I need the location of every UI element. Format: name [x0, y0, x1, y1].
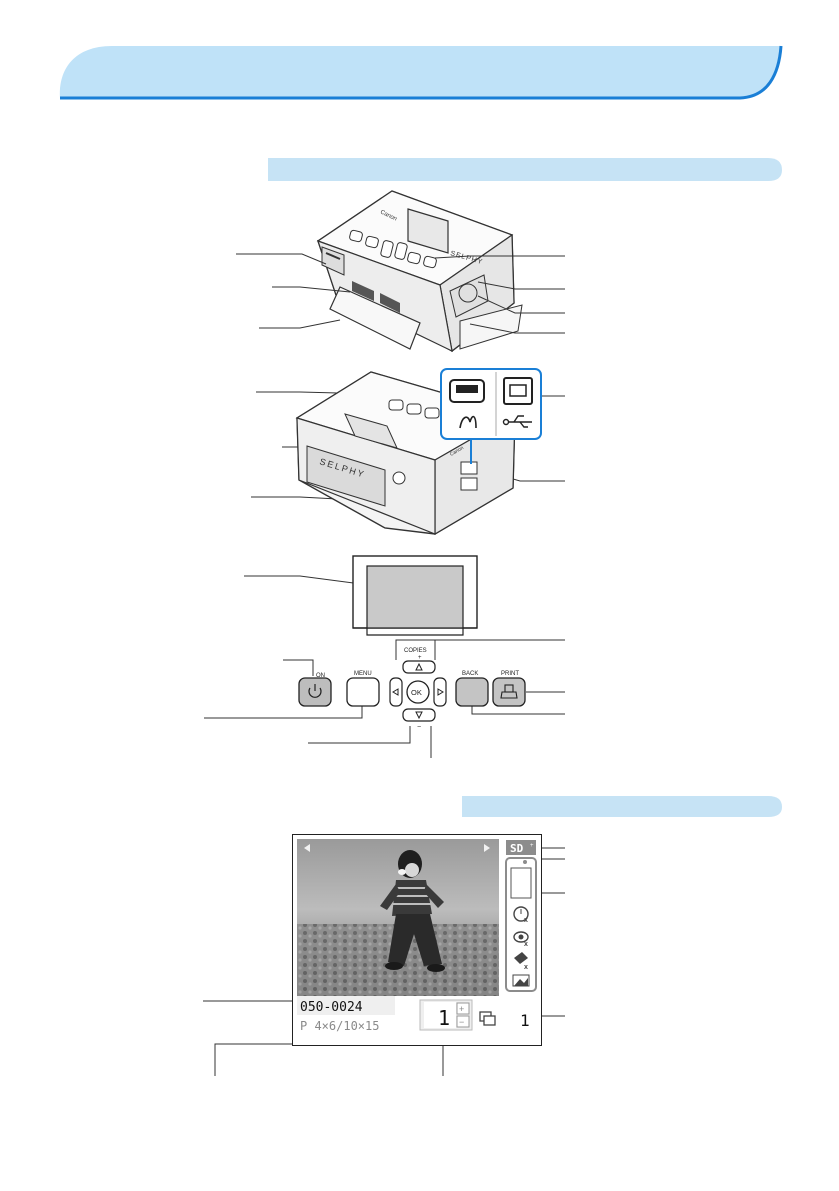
copies-value: 1	[438, 1006, 450, 1030]
menu-label: MENU	[354, 671, 372, 677]
settings-icon-panel: x x x	[505, 857, 537, 992]
left-arrow-icon	[392, 688, 399, 696]
on-button[interactable]	[298, 677, 332, 707]
date-off-icon: x	[513, 906, 529, 924]
photo-preview	[297, 839, 499, 996]
frame-preview-icon	[510, 867, 532, 899]
image-number: 050-0024	[300, 1000, 363, 1015]
connector-inset	[440, 368, 542, 440]
on-button-label-wrap: ON	[308, 668, 338, 680]
copies-counter: 1 + −	[419, 999, 473, 1031]
copies-label-wrap: COPIES +	[404, 648, 427, 660]
printer-front-illustration: Canon SELPHY	[316, 190, 523, 353]
print-label: PRINT	[501, 671, 519, 677]
svg-text:x: x	[524, 941, 528, 948]
back-button[interactable]	[455, 677, 489, 707]
up-arrow-icon	[415, 662, 423, 671]
total-print-count: 1	[520, 1011, 530, 1030]
power-icon	[308, 684, 322, 698]
print-button[interactable]	[492, 677, 526, 707]
auto-correct-off-icon: x	[514, 952, 528, 971]
red-eye-off-icon: x	[513, 931, 529, 948]
svg-text:x: x	[524, 917, 528, 924]
ok-label: OK	[411, 688, 422, 697]
on-label: ON	[316, 673, 325, 679]
right-button[interactable]	[433, 677, 447, 707]
total-prints-icon	[479, 1011, 496, 1026]
back-label-wrap: BACK	[462, 671, 478, 677]
section-band-display	[462, 796, 782, 817]
copies-minus-sign: −	[417, 724, 421, 731]
memory-card-badge: SD +	[506, 840, 536, 855]
svg-text:x: x	[524, 964, 528, 971]
next-image-arrow-icon	[484, 844, 490, 852]
image-adjust-icon	[512, 974, 530, 987]
copies-plus-sign: +	[418, 655, 422, 660]
copies-up-glyph: +	[459, 1004, 464, 1014]
connector-inset-pointer	[470, 438, 472, 464]
print-label-wrap: PRINT	[501, 671, 519, 677]
section-band-parts	[268, 158, 782, 181]
paper-size-info: P 4×6/10×15	[300, 1019, 379, 1033]
page-header-band	[59, 45, 783, 100]
copies-minus-wrap: −	[417, 724, 421, 731]
svg-text:+: +	[530, 843, 534, 849]
down-arrow-icon	[415, 711, 423, 720]
ok-button[interactable]: OK	[405, 677, 431, 707]
menu-label-wrap: MENU	[354, 671, 372, 677]
down-button[interactable]	[402, 708, 436, 722]
back-label: BACK	[462, 671, 478, 677]
copies-label: COPIES	[404, 648, 427, 654]
prev-image-arrow-icon	[304, 844, 310, 852]
copies-down-glyph: −	[459, 1017, 464, 1027]
print-icon	[500, 684, 518, 699]
right-arrow-icon	[437, 688, 444, 696]
menu-button[interactable]	[346, 677, 380, 707]
left-button[interactable]	[389, 677, 403, 707]
lcd-screen	[352, 555, 478, 636]
up-button[interactable]	[402, 660, 436, 674]
card-badge-text: SD	[510, 842, 524, 855]
lcd-display: SD + x x x 050-0024 P 4×6/10×15	[292, 834, 542, 1046]
